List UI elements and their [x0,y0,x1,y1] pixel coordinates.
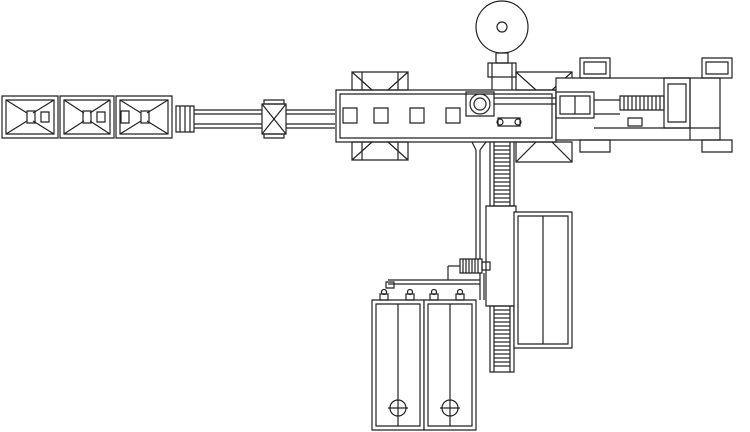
circular-fan [476,1,528,90]
support-leg [580,58,610,78]
main-building [336,72,572,162]
silo-feed-pipe [386,266,484,300]
belt-conveyor-upper [490,142,514,206]
support-leg [702,140,732,152]
double-cabinet [514,212,572,348]
pipe-valve [497,118,521,126]
storage-tank-row [2,96,172,138]
hopper-frame-bottom [352,142,408,160]
hopper-frame-top [352,72,408,90]
right-machine [556,58,732,152]
storage-tank-2 [60,96,114,138]
window [410,108,424,123]
pipe-coupling [262,100,286,138]
motor-pump [460,142,490,273]
silo-tank-2 [424,290,476,431]
storage-tank-1 [2,96,58,138]
window [446,108,460,123]
window [374,108,388,123]
hopper-frame-right-bottom [516,142,572,162]
left-pipeline [176,100,335,138]
storage-tank-3 [116,96,172,138]
support-leg [580,140,610,152]
support-leg [702,58,732,78]
conveyor-housing [486,206,516,306]
roller-conveyor [620,96,664,110]
window [343,108,357,123]
silo-tank-1 [372,290,424,431]
belt-conveyor-lower [490,306,514,372]
